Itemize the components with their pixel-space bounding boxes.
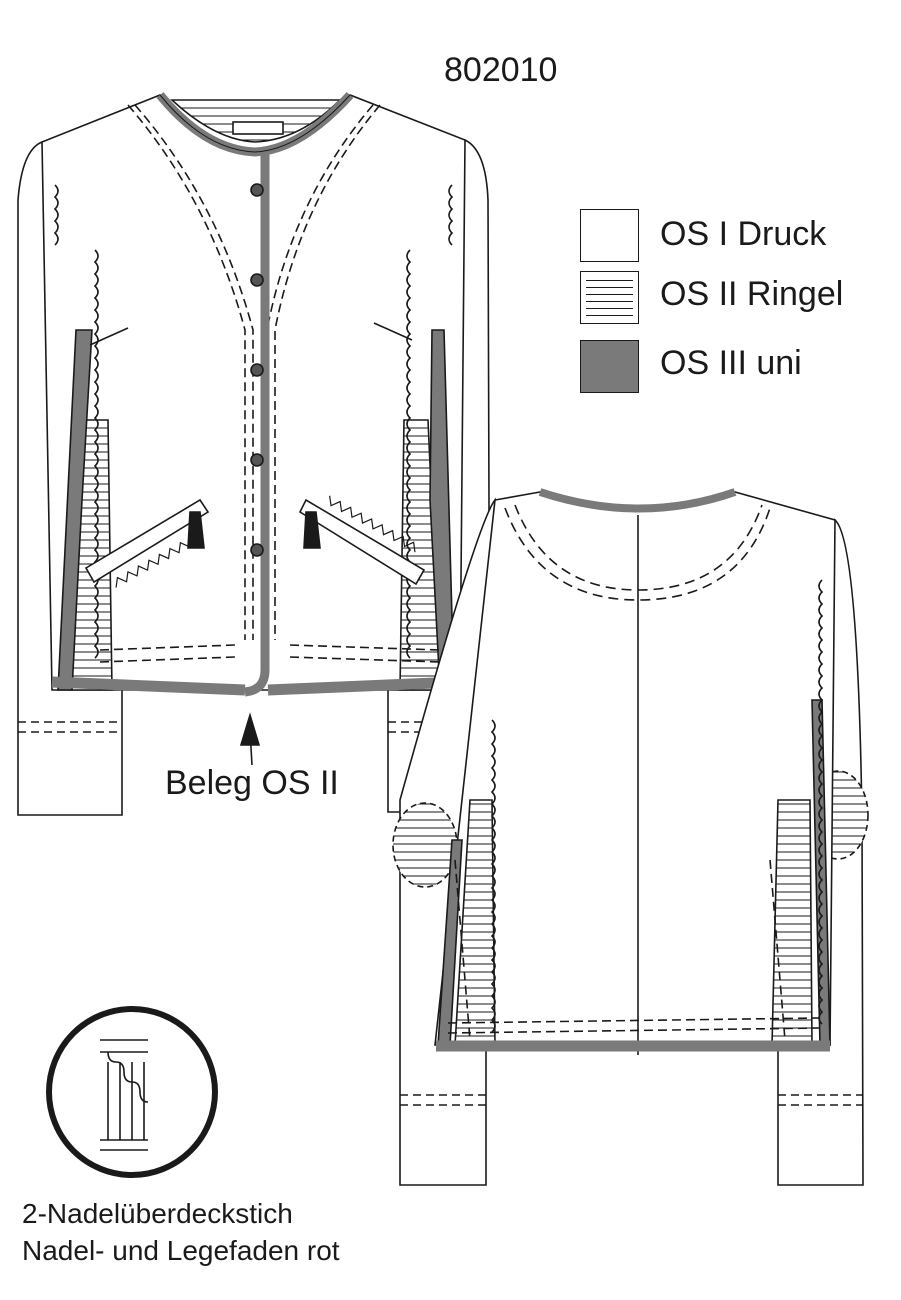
- button: [250, 183, 264, 197]
- front-hem-trim: [51, 676, 461, 696]
- legend-label-stripes: OS II Ringel: [660, 275, 844, 313]
- back-view: [392, 488, 869, 1186]
- coverstitch-icon: [100, 1039, 149, 1151]
- button: [250, 363, 264, 377]
- left-zip-pocket: [84, 498, 210, 588]
- left-ruffle: [53, 184, 99, 659]
- legend-label-solid: OS III uni: [660, 344, 802, 382]
- article-number: 802010: [444, 51, 558, 89]
- front-view: [17, 91, 491, 816]
- legend-label-print: OS I Druck: [660, 215, 827, 253]
- stitch-note-line2: Nadel- und Legefaden rot: [22, 1235, 340, 1266]
- inner-neck-facing: [169, 99, 342, 143]
- back-right-ruffle: [818, 579, 824, 1025]
- stitch-detail: [46, 1006, 218, 1178]
- button: [250, 273, 264, 287]
- front-placket-trim: [244, 150, 270, 697]
- stitch-note-line1: 2-Nadelüberdeckstich: [22, 1198, 293, 1229]
- facing-callout-label: Beleg OS II: [165, 764, 339, 802]
- elbow-patch-left: [392, 802, 458, 888]
- button: [250, 543, 264, 557]
- right-ruffle: [406, 184, 454, 659]
- right-zip-pocket: [298, 495, 426, 586]
- button: [250, 453, 264, 467]
- legend-swatch-print: [580, 209, 639, 262]
- callout-arrow-head: [239, 712, 261, 746]
- back-left-ruffle: [490, 719, 496, 1033]
- back-right-side-stripes: [771, 799, 813, 1046]
- legend-swatch-stripes: [580, 271, 639, 324]
- legend-swatch-solid: [580, 340, 639, 393]
- left-side-trim: [57, 329, 93, 691]
- stitch-detail-circle: [46, 1006, 218, 1178]
- back-neck-trim: [538, 488, 737, 513]
